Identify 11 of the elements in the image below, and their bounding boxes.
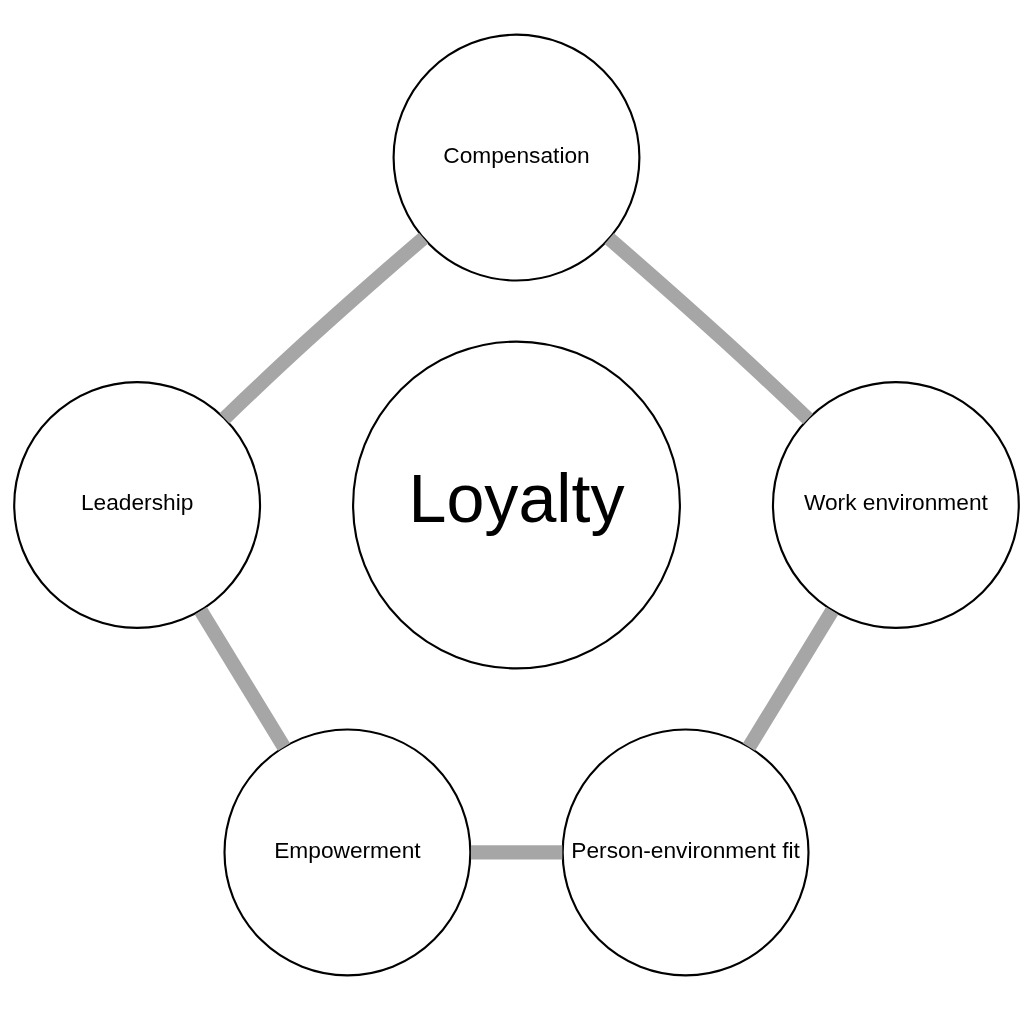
connector bbox=[470, 844, 563, 859]
node-circle: Work environment bbox=[771, 380, 1020, 629]
connector bbox=[219, 232, 429, 423]
connector bbox=[194, 606, 291, 751]
node-circle: Loyalty bbox=[352, 340, 681, 669]
node-circle: Leadership bbox=[13, 380, 262, 629]
connector bbox=[742, 606, 839, 751]
node-circle: Compensation bbox=[392, 33, 641, 282]
node-circle: Person-environment fit bbox=[561, 727, 810, 976]
connector bbox=[604, 232, 813, 424]
node-circle: Empowerment bbox=[223, 727, 472, 976]
